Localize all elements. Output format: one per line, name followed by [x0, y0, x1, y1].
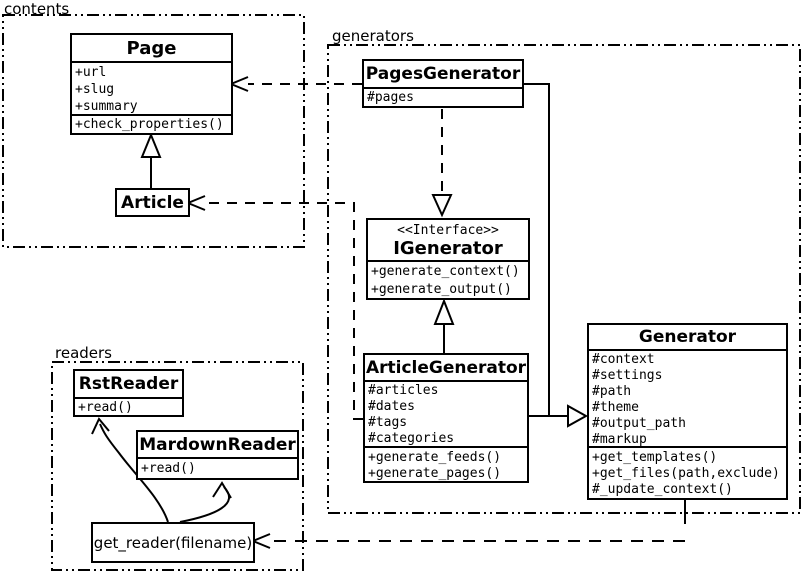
edge-generators-to-generator-generalization — [520, 83, 589, 428]
methods-compartment-articlegenerator: +generate_feeds()+generate_pages() — [365, 446, 527, 481]
class-igenerator[interactable]: <<Interface>> IGenerator +generate_conte… — [366, 218, 530, 300]
methods-compartment-generator: +get_templates()+get_files(path,exclude)… — [589, 446, 786, 498]
member-row: #path — [592, 384, 632, 399]
attributes-compartment-pagesgenerator: #pages — [364, 87, 522, 106]
member-row: +read() — [141, 461, 196, 476]
attributes-compartment-generator: #context#settings#path#theme#output_path… — [589, 349, 786, 446]
methods-compartment-page: +check_properties() — [72, 114, 231, 133]
member-row: #output_path — [592, 416, 686, 431]
member-row: +summary — [75, 99, 138, 114]
member-row: +generate_output() — [371, 282, 512, 297]
member-row: +slug — [75, 82, 115, 97]
edge-pagesgenerator-to-page-dependency — [228, 76, 362, 92]
attributes-compartment-page: +url +slug +summary — [72, 61, 231, 114]
member-row: #pages — [367, 90, 414, 105]
class-name-generator: Generator — [638, 327, 737, 347]
member-row: +get_templates() — [592, 450, 718, 465]
class-name-article: Article — [121, 192, 184, 213]
methods-compartment-mardownreader: +read() — [138, 457, 297, 478]
class-rstreader[interactable]: RstReader +read() — [73, 369, 184, 417]
package-frame-generators — [327, 44, 801, 514]
edge-getreader-to-mardownreader-arrow — [179, 481, 232, 523]
class-name-articlegenerator: ArticleGenerator — [365, 357, 527, 378]
package-frame-contents — [2, 14, 305, 248]
package-label-contents: contents — [4, 0, 70, 18]
edge-pagesgenerator-to-igenerator-realization — [431, 109, 453, 218]
class-article[interactable]: Article — [115, 188, 190, 217]
member-row: +url — [75, 65, 107, 80]
class-name-mardownreader: MardownReader — [139, 434, 296, 455]
class-name-page: Page — [126, 37, 177, 59]
member-row: +generate_pages() — [368, 466, 502, 481]
class-page[interactable]: Page +url +slug +summary +check_properties… — [70, 33, 233, 135]
class-name-igenerator: IGenerator — [393, 238, 503, 259]
edge-articlegenerator-to-article-dependency — [185, 195, 363, 420]
node-get-reader[interactable]: get_reader(filename) — [91, 522, 255, 563]
package-label-generators: generators — [332, 27, 414, 45]
attributes-compartment-articlegenerator: #articles#dates#tags#categories — [365, 380, 527, 446]
class-name-pagesgenerator: PagesGenerator — [365, 64, 521, 84]
edge-articlegenerator-to-igenerator-generalization — [433, 298, 455, 353]
methods-compartment-igenerator: +generate_context() +generate_output() — [368, 260, 528, 298]
stereotype-interface: <<Interface>> — [397, 223, 499, 238]
class-generator[interactable]: Generator #context#settings#path#theme#o… — [587, 323, 788, 500]
methods-compartment-rstreader: +read() — [75, 397, 182, 415]
member-row: #_update_context() — [592, 482, 733, 497]
member-row: #context — [592, 352, 655, 367]
edge-article-to-page-generalization — [140, 132, 162, 188]
class-name-rstreader: RstReader — [78, 374, 179, 394]
member-row: #articles — [368, 383, 439, 398]
class-pagesgenerator[interactable]: PagesGenerator #pages — [362, 59, 524, 108]
package-frame-readers — [51, 361, 304, 571]
edge-generator-to-getreader-dependency — [250, 500, 686, 549]
member-row: #settings — [592, 368, 663, 383]
member-row: #markup — [592, 432, 647, 446]
member-row: #categories — [368, 431, 455, 446]
member-row: +get_files(path,exclude) — [592, 466, 780, 481]
get-reader-label: get_reader(filename) — [93, 533, 253, 552]
edge-getreader-to-rstreader-arrow — [91, 417, 169, 523]
member-row: +check_properties() — [75, 117, 224, 132]
member-row: +generate_feeds() — [368, 450, 502, 465]
member-row: +read() — [78, 400, 133, 415]
class-mardownreader[interactable]: MardownReader +read() — [136, 430, 299, 480]
member-row: #tags — [368, 415, 408, 430]
member-row: +generate_context() — [371, 264, 520, 279]
member-row: #dates — [368, 399, 415, 414]
member-row: #theme — [592, 400, 639, 415]
class-articlegenerator[interactable]: ArticleGenerator #articles#dates#tags#ca… — [363, 353, 529, 483]
package-label-readers: readers — [55, 344, 112, 362]
